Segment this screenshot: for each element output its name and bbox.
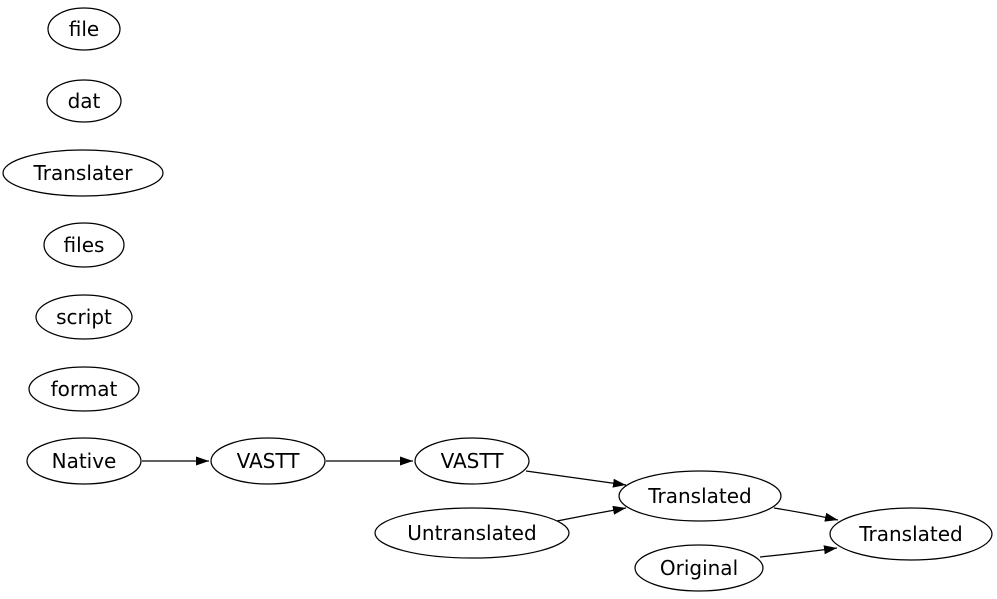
node-files: files <box>43 222 125 268</box>
node-file: file <box>47 7 121 51</box>
node-vastt-1: VASTT <box>210 437 326 485</box>
node-dat-label: dat <box>68 89 101 113</box>
edge-vastt2-to-translated1 <box>525 470 627 488</box>
node-vastt-2: VASTT <box>414 437 530 485</box>
node-script: script <box>35 294 133 340</box>
node-native-label: Native <box>52 449 117 473</box>
node-native: Native <box>26 437 142 485</box>
node-vastt-2-label: VASTT <box>441 449 505 473</box>
node-original: Original <box>634 544 764 592</box>
node-untranslated: Untranslated <box>374 507 570 559</box>
node-script-label: script <box>56 305 112 329</box>
node-vastt-1-label: VASTT <box>237 449 301 473</box>
node-translater-label: Translater <box>32 161 133 185</box>
node-file-label: file <box>69 17 99 41</box>
node-format-label: format <box>51 377 118 401</box>
node-format: format <box>28 366 140 412</box>
node-translated-1: Translated <box>618 470 782 522</box>
node-files-label: files <box>64 233 105 257</box>
node-original-label: Original <box>660 556 738 580</box>
node-translated-2-label: Translated <box>858 522 963 546</box>
edge-original-to-translated2 <box>759 545 838 558</box>
edge-untranslated-to-translated1 <box>556 505 627 522</box>
node-translater: Translater <box>2 149 164 197</box>
edge-translated1-to-translated2 <box>773 507 839 522</box>
node-translated-2: Translated <box>829 507 993 561</box>
node-translated-1-label: Translated <box>647 484 752 508</box>
node-untranslated-label: Untranslated <box>407 521 536 545</box>
node-dat: dat <box>46 79 122 123</box>
